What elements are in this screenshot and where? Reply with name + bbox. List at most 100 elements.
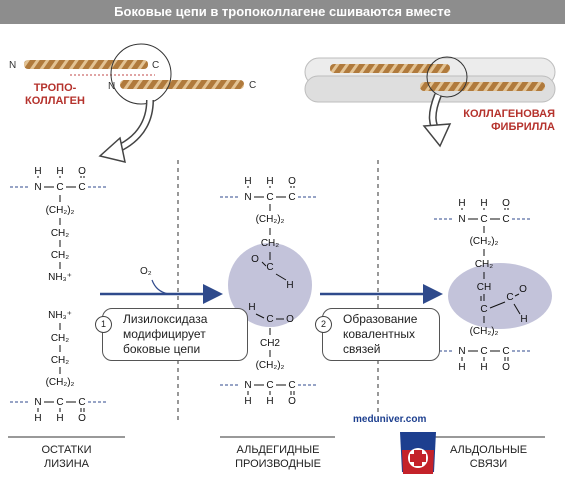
- aldehyde-bottom-backbone-c-alpha: C: [266, 380, 273, 391]
- caption-lysine: ОСТАТКИ ЛИЗИНА: [8, 443, 125, 471]
- aldehyde-bottom-chain-1: (CH₂)₂: [256, 360, 285, 371]
- step-2-number: 2: [315, 316, 332, 333]
- fibril-label-line1: КОЛЛАГЕНОВАЯ: [463, 108, 555, 120]
- aldol-top-backbone-c-carbonyl: C: [502, 214, 509, 225]
- aldehyde-top-co: [261, 261, 267, 267]
- collagen-fibril: [304, 57, 556, 103]
- lysine-bottom-chain-0: NH₃⁺: [48, 310, 72, 321]
- c-terminus-label-2: C: [249, 80, 257, 91]
- lysine-top-backbone-c-alpha: C: [56, 182, 63, 193]
- caption-lysine-line2: ЛИЗИНА: [44, 458, 89, 470]
- aldol-top-backbone-o: O: [502, 198, 510, 209]
- lysine-bottom-chain-2: CH₂: [51, 355, 69, 366]
- step-2-line2: ковалентных: [343, 327, 416, 341]
- caption-lysine-line1: ОСТАТКИ: [41, 444, 92, 456]
- aldol-bottom-backbone-n: N: [458, 346, 465, 357]
- lysine-top-backbone-o: O: [78, 166, 86, 177]
- aldol-c-cho: [489, 301, 506, 309]
- aldol-bottom-backbone-c-carbonyl: C: [502, 346, 509, 357]
- aldehyde-bottom-backbone-o: O: [288, 396, 296, 407]
- lysine-bottom-chain-3: (CH₂)₂: [46, 377, 75, 388]
- aldehyde-bottom-o: O: [286, 314, 294, 325]
- aldol-chain-2: CH: [477, 282, 491, 293]
- aldol-chain-1: CH₂: [475, 259, 493, 270]
- aldehyde-bottom-backbone-h-n: H: [244, 396, 251, 407]
- aldol-cho-c: C: [506, 292, 513, 303]
- aldehyde-top-backbone-n: N: [244, 192, 251, 203]
- caption-aldol-line1: АЛЬДОЛЬНЫЕ: [449, 444, 528, 456]
- lysine-bottom-chain-1: CH₂: [51, 333, 69, 344]
- aldol-lower-chain-0: (CH₂)₂: [470, 326, 499, 337]
- tropocollagen-rod-left: [24, 60, 148, 69]
- tropocollagen-label: ТРОПО- КОЛЛАГЕН: [20, 82, 90, 108]
- lysine-bottom-backbone-c-alpha: C: [56, 397, 63, 408]
- aldehyde-top-h: H: [286, 280, 293, 291]
- tropocollagen-rod-right: [120, 80, 244, 89]
- aldehyde-top-backbone-h-n: H: [244, 176, 251, 187]
- step-1-line2: модифицирует: [123, 327, 206, 341]
- aldol-chain-0: (CH₂)₂: [470, 236, 499, 247]
- meduniver-logo: [400, 432, 436, 474]
- aldehyde-bottom-chain-0: CH2: [260, 338, 280, 349]
- zoom-arrow-left: [98, 99, 154, 164]
- fibril-label-line2: ФИБРИЛЛА: [491, 121, 555, 133]
- fibril-label: КОЛЛАГЕНОВАЯ ФИБРИЛЛА: [455, 108, 555, 134]
- aldehyde-bottom-ch: [255, 313, 265, 319]
- step-2-callout: 2 Образование ковалентных связей: [315, 308, 440, 361]
- aldehyde-top-backbone-c-alpha: C: [266, 192, 273, 203]
- aldol-top-backbone-c-alpha: C: [480, 214, 487, 225]
- aldol-bottom-backbone-h-n: H: [458, 362, 465, 373]
- aldehyde-top-carbon: C: [266, 262, 273, 273]
- caption-aldol-line2: СВЯЗИ: [469, 458, 508, 470]
- lysine-bottom-backbone-h-n: H: [34, 413, 41, 424]
- aldehyde-top-chain-0: (CH₂)₂: [256, 214, 285, 225]
- aldehyde-bottom-h: H: [248, 302, 255, 313]
- tropocollagen-label-line1: ТРОПО-: [33, 82, 77, 94]
- aldol-cho-o: O: [519, 284, 527, 295]
- lysine-top-backbone-n: N: [34, 182, 41, 193]
- lysine-top-chain-3: NH₃⁺: [48, 272, 72, 283]
- n-terminus-label-1: N: [9, 60, 17, 71]
- aldol-top-backbone-n: N: [458, 214, 465, 225]
- caption-aldehyde-line2: ПРОИЗВОДНЫЕ: [235, 458, 321, 470]
- diagram-title: Боковые цепи в тропоколлагене сшиваются …: [0, 0, 565, 24]
- step-2-line3: связей: [343, 342, 381, 356]
- aldehyde-bottom-carbon: C: [266, 314, 273, 325]
- oxygen-label: O₂: [140, 266, 152, 277]
- aldehyde-top-backbone-o: O: [288, 176, 296, 187]
- watermark-text: meduniver.com: [353, 414, 427, 425]
- step-1-callout: 1 Лизилоксидаза модифицирует боковые цеп…: [95, 308, 248, 361]
- aldehyde-bottom-backbone-c-carbonyl: C: [288, 380, 295, 391]
- aldol-top-backbone-h-n: H: [458, 198, 465, 209]
- caption-aldol: АЛЬДОЛЬНЫЕ СВЯЗИ: [432, 443, 545, 471]
- aldol-bottom-backbone-h-alpha: H: [480, 362, 487, 373]
- lysine-top-chain-0: (CH₂)₂: [46, 205, 75, 216]
- lysine-bottom-backbone-o: O: [78, 413, 86, 424]
- lysine-top-chain-1: CH₂: [51, 228, 69, 239]
- step-1-line3: боковые цепи: [123, 342, 201, 356]
- n-terminus-label-2: N: [108, 81, 116, 92]
- lysine-top-backbone-h-n: H: [34, 166, 41, 177]
- aldol-bottom-backbone-o: O: [502, 362, 510, 373]
- step-2-line1: Образование: [343, 312, 418, 326]
- o2-curve: [151, 279, 169, 295]
- aldol-cho-co: [514, 293, 520, 297]
- aldehyde-bottom-backbone-h-alpha: H: [266, 396, 273, 407]
- lysine-top-chain-2: CH₂: [51, 250, 69, 261]
- aldol-bottom-backbone-c-alpha: C: [480, 346, 487, 357]
- zoom-circle-right: [426, 56, 468, 98]
- lysine-bottom-backbone-c-carbonyl: C: [78, 397, 85, 408]
- step-1-number: 1: [95, 316, 112, 333]
- aldehyde-top-backbone-h-alpha: H: [266, 176, 273, 187]
- aldol-chain-3: C: [480, 304, 487, 315]
- step-1-line1: Лизилоксидаза: [123, 312, 208, 326]
- aldehyde-top-ch: [275, 273, 287, 281]
- caption-aldehyde: АЛЬДЕГИДНЫЕ ПРОИЗВОДНЫЕ: [218, 443, 338, 471]
- tropocollagen-label-line2: КОЛЛАГЕН: [25, 95, 85, 107]
- aldehyde-top-backbone-c-carbonyl: C: [288, 192, 295, 203]
- aldehyde-top-chain-1: CH₂: [261, 238, 279, 249]
- c-terminus-label-1: C: [152, 60, 160, 71]
- lysine-top-backbone-c-carbonyl: C: [78, 182, 85, 193]
